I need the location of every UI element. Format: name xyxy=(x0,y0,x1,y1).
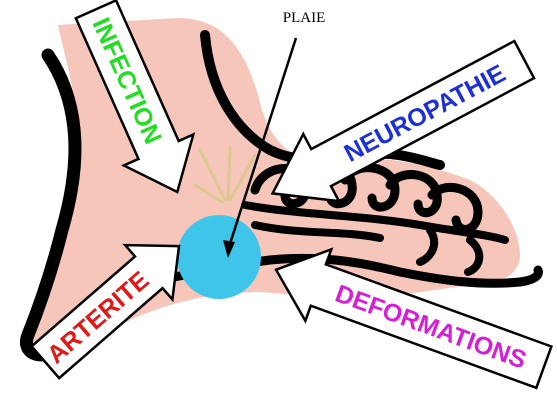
neuropathie-label: NEUROPATHIE xyxy=(340,59,511,167)
plaie-label: PLAIE xyxy=(283,10,326,26)
wound-circle xyxy=(177,215,261,299)
